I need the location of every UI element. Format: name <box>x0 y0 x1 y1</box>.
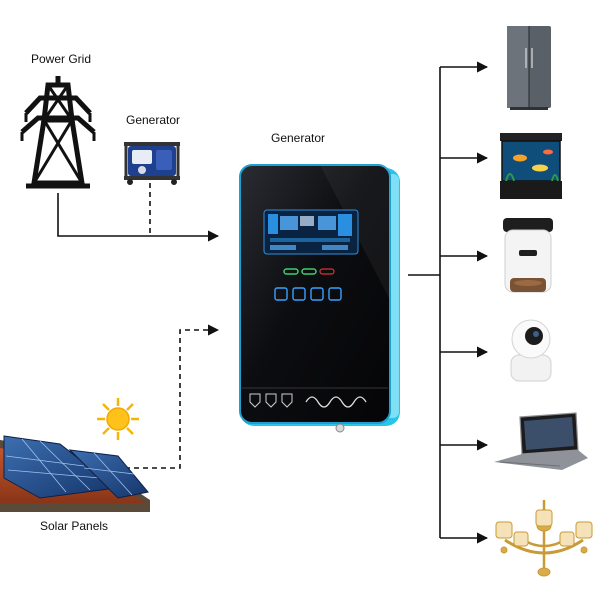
chandelier-icon <box>495 500 593 577</box>
touch-button-4 <box>328 287 342 301</box>
solar-to-inverter-line <box>116 324 220 469</box>
aquarium-icon <box>500 133 562 199</box>
inverter-label: Generator <box>271 131 326 145</box>
pet-feeder-icon <box>503 218 553 293</box>
portable-generator-icon <box>124 142 180 185</box>
status-led-red <box>319 268 335 275</box>
touch-button-2 <box>292 287 306 301</box>
refrigerator-icon <box>507 26 551 110</box>
status-led-green-1 <box>283 268 299 275</box>
power-tower-icon <box>20 76 96 189</box>
connection-lines <box>57 61 489 544</box>
badge-shield-2 <box>265 393 277 408</box>
laptop-icon <box>494 412 588 470</box>
touch-button-1 <box>274 287 288 301</box>
grid-to-inverter-line <box>57 193 220 242</box>
sine-wave-icon <box>305 396 367 408</box>
power-grid-label: Power Grid <box>31 52 92 66</box>
solar-panel-icon <box>0 435 150 512</box>
sun-icon <box>97 398 139 440</box>
security-camera-icon <box>510 319 552 382</box>
solar-panels-label: Solar Panels <box>40 519 109 533</box>
badge-shield-1 <box>249 393 261 408</box>
device-port <box>335 423 345 433</box>
badge-shield-3 <box>281 393 293 408</box>
touch-button-3 <box>310 287 324 301</box>
small-generator-label: Generator <box>126 113 181 127</box>
status-led-green-2 <box>301 268 317 275</box>
inverter-device <box>239 164 400 433</box>
